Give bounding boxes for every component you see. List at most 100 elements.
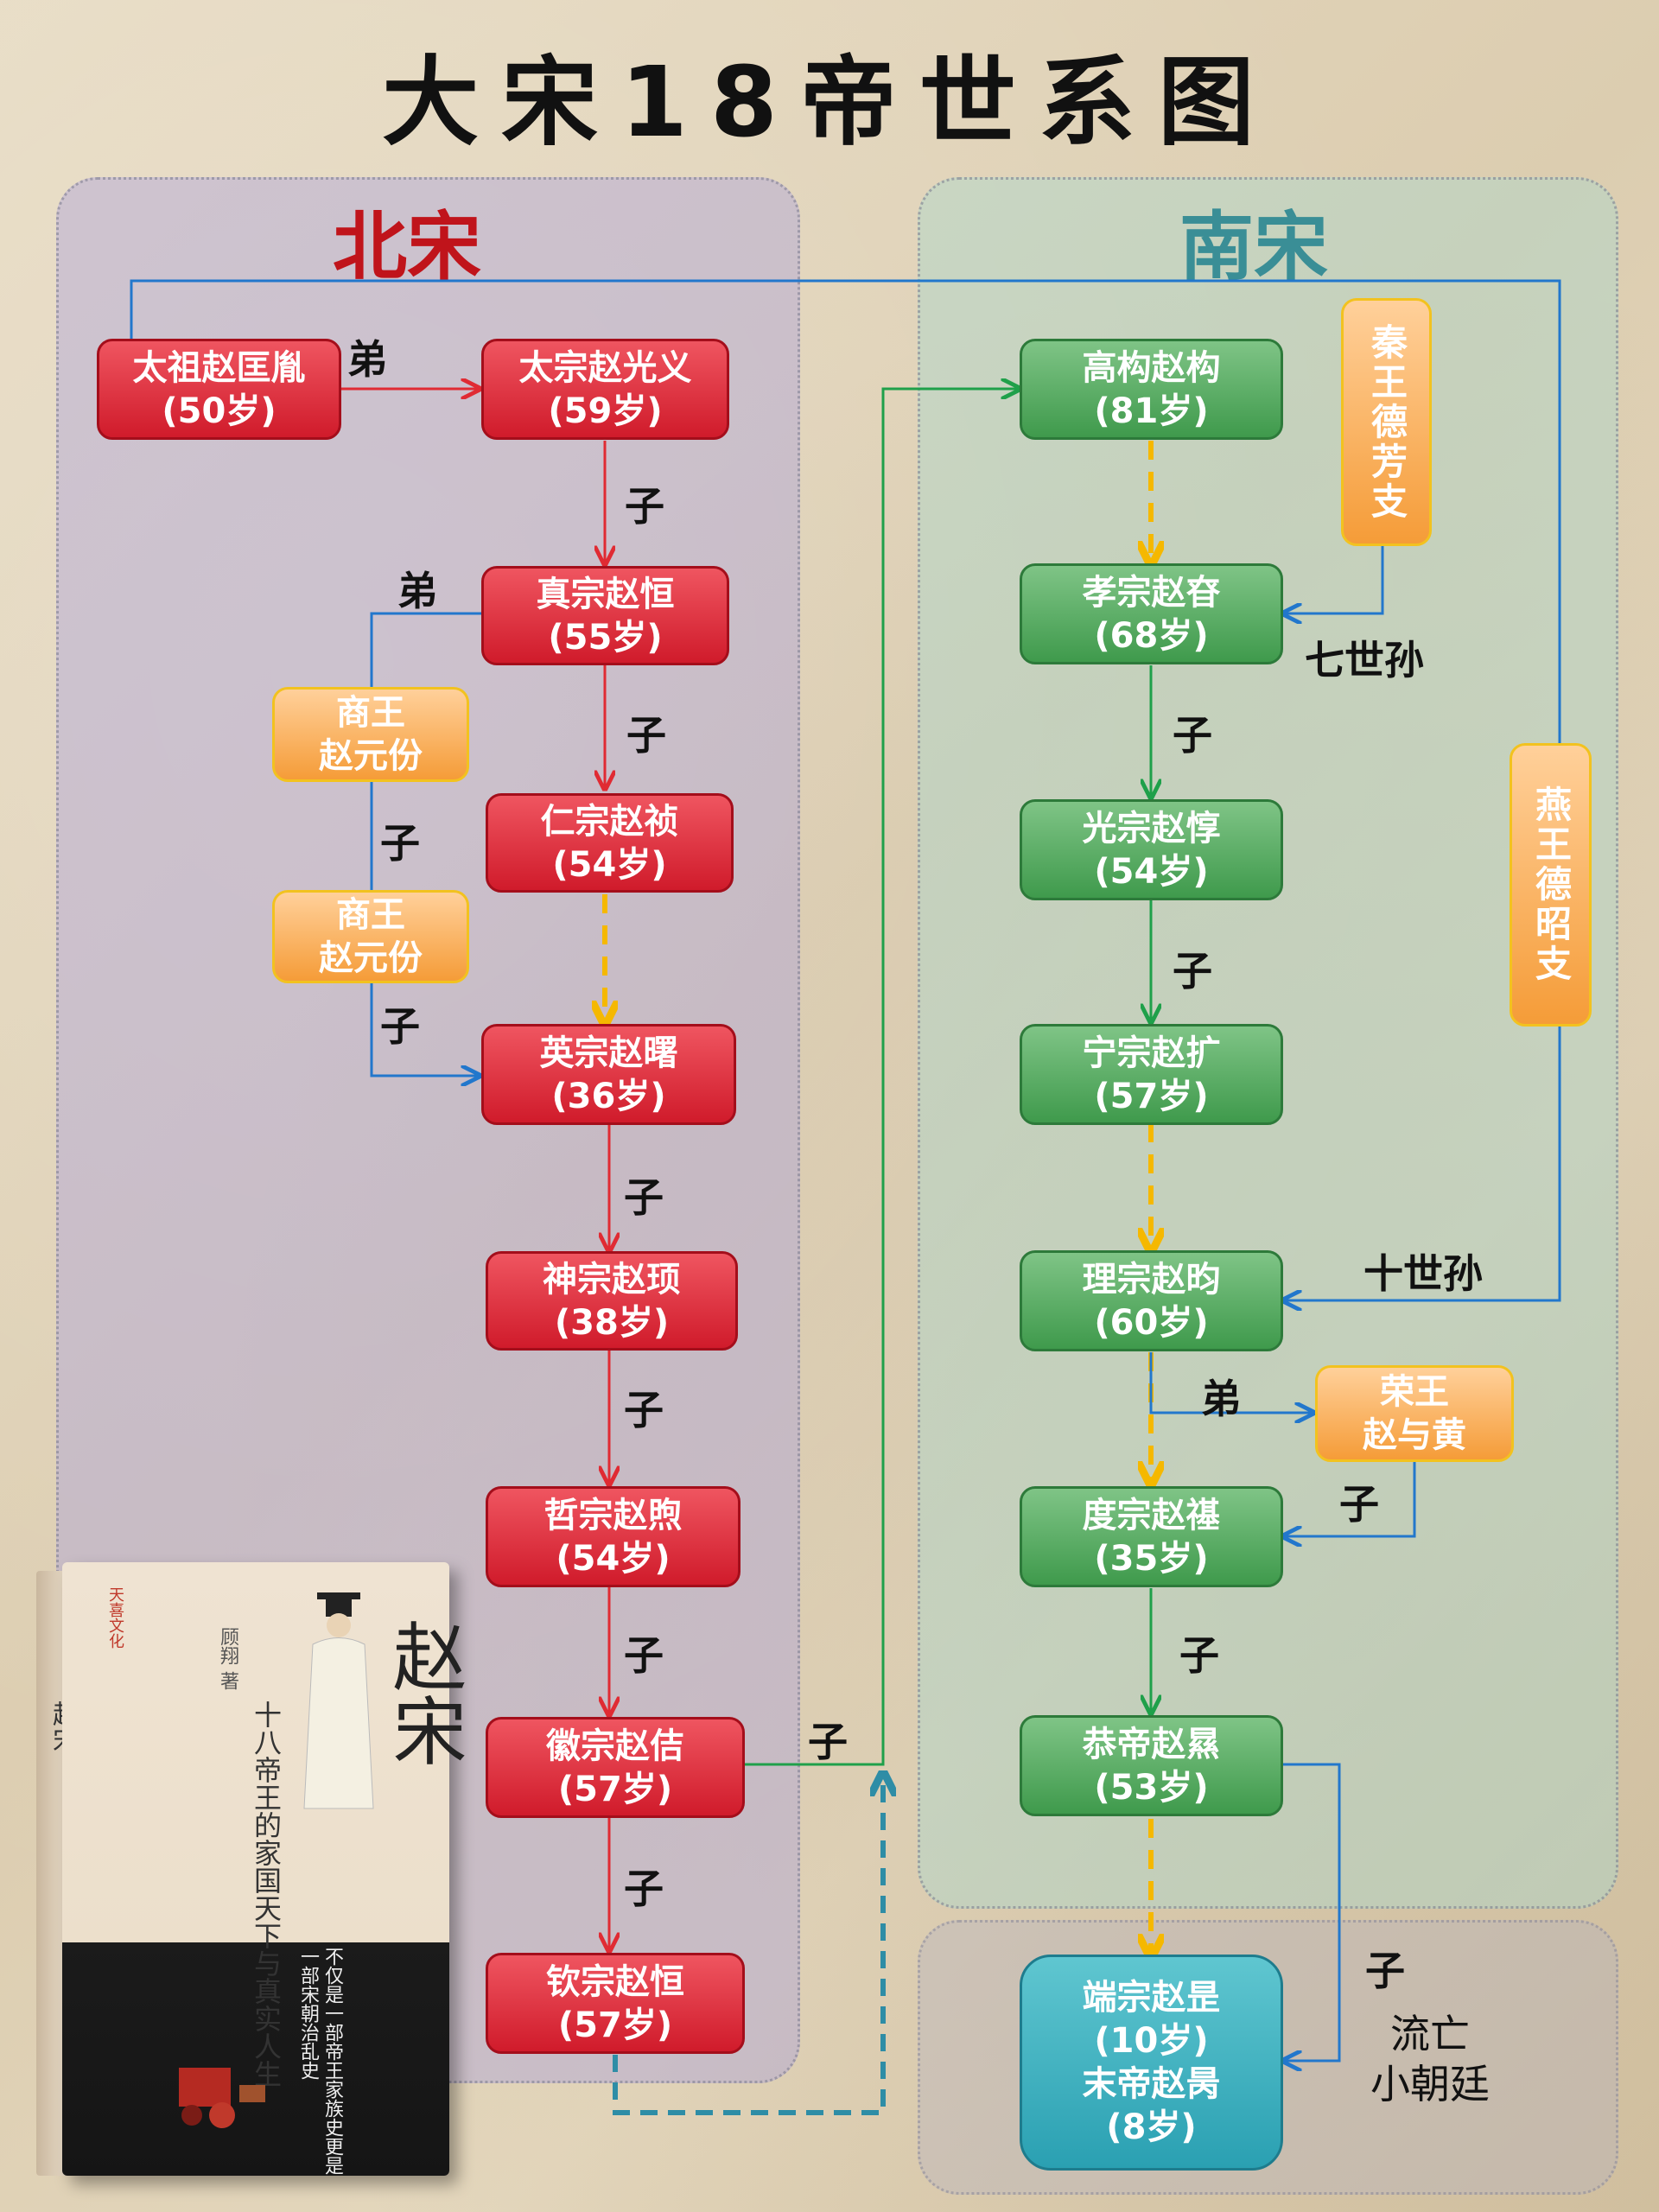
- emperor-name: 哲宗赵煦: [543, 1495, 683, 1535]
- relation-label-brother: 弟: [1201, 1376, 1241, 1422]
- relation-label-son: 子: [626, 712, 666, 759]
- line-taizu-yan-branch: [130, 279, 1561, 743]
- relation-label-son: 子: [625, 483, 664, 530]
- emperor-name: 太宗赵光义: [518, 347, 692, 388]
- emperor-renzong[interactable]: 仁宗赵祯 (54岁): [486, 793, 734, 893]
- prince-yan-branch[interactable]: 燕王德昭支: [1510, 743, 1592, 1027]
- emperor-lizong[interactable]: 理宗赵昀 (60岁): [1020, 1250, 1283, 1351]
- publisher-seal-icon: [209, 2102, 235, 2128]
- relation-label-son: 子: [1365, 1948, 1405, 1994]
- south-song-title: 南宋: [1179, 204, 1328, 290]
- emperor-age: (8岁): [1106, 2107, 1197, 2147]
- arrow-yan-lizong: [1283, 1027, 1561, 1300]
- emperor-name: 钦宗赵恒: [546, 1961, 684, 2002]
- emperor-name: 宁宗赵扩: [1082, 1033, 1221, 1073]
- emperor-name: 端宗赵昰: [1082, 1978, 1221, 2018]
- emperor-huizong[interactable]: 徽宗赵佶 (57岁): [486, 1717, 745, 1818]
- portrait-figure-icon: [303, 1592, 374, 1809]
- relation-label-son: 子: [624, 1866, 664, 1912]
- relation-label-son: 子: [1179, 1632, 1219, 1679]
- emperor-age: (57岁): [557, 2005, 673, 2045]
- emperor-age: (57岁): [557, 1769, 673, 1809]
- emperor-name: 孝宗赵昚: [1082, 572, 1221, 613]
- arrow-huizong-gaozong: [745, 389, 1020, 1766]
- exile-court-note: 流亡 小朝廷: [1361, 2009, 1499, 2109]
- relation-label-seventh-grandson: 七世孙: [1305, 637, 1424, 683]
- exile-note-line: 小朝廷: [1370, 2061, 1490, 2107]
- emperor-yingzong[interactable]: 英宗赵曙 (36岁): [481, 1024, 736, 1125]
- emperor-ningzong[interactable]: 宁宗赵扩 (57岁): [1020, 1024, 1283, 1125]
- emperor-name: 英宗赵曙: [539, 1033, 678, 1073]
- emperor-xiaozong[interactable]: 孝宗赵昚 (68岁): [1020, 563, 1283, 664]
- relation-label-son: 子: [1173, 712, 1212, 759]
- emperor-shenzong[interactable]: 神宗赵顼 (38岁): [486, 1251, 738, 1351]
- relation-label-son: 子: [1339, 1481, 1379, 1528]
- emperor-name: 光宗赵惇: [1082, 808, 1221, 849]
- arrow-lizong-rong: [1149, 1352, 1313, 1413]
- emperor-taizong[interactable]: 太宗赵光义 (59岁): [481, 339, 729, 440]
- arrow-qin-xiaozong: [1283, 546, 1384, 613]
- north-song-title: 北宋: [333, 204, 481, 290]
- emperor-gongdi[interactable]: 恭帝赵㬎 (53岁): [1020, 1715, 1283, 1816]
- relation-label-son: 子: [1173, 948, 1212, 995]
- exile-note-line: 流亡: [1390, 2011, 1470, 2057]
- prince-title: 荣王: [1380, 1372, 1449, 1412]
- emperor-age: (81岁): [1094, 391, 1209, 431]
- prince-name: 赵元份: [319, 736, 423, 776]
- emperor-guangzong[interactable]: 光宗赵惇 (54岁): [1020, 799, 1283, 900]
- emperor-age: (55岁): [548, 617, 663, 658]
- prince-qin-branch[interactable]: 秦王德芳支: [1341, 298, 1432, 546]
- book-tagline: 不仅是一部帝王家族史更是一部宋朝治乱史: [297, 1947, 343, 2175]
- book-author: 顾翔 著: [217, 1627, 238, 1690]
- emperor-name: 恭帝赵㬎: [1082, 1724, 1221, 1764]
- book-publisher: 天喜文化: [106, 1586, 124, 1649]
- book-cover-image: 赵宋 天喜文化 顾翔 著 赵宋 十八帝王的家国天下与真实人生 不仅是一部帝王家族…: [36, 1562, 466, 2176]
- relation-label-tenth-grandson: 十世孙: [1363, 1250, 1483, 1297]
- emperor-age: (54岁): [556, 1538, 671, 1579]
- book-front: 天喜文化 顾翔 著 赵宋 十八帝王的家国天下与真实人生 不仅是一部帝王家族史更是…: [62, 1562, 466, 2176]
- prince-name: 赵元份: [319, 938, 423, 978]
- prince-rong[interactable]: 荣王 赵与黄: [1315, 1365, 1514, 1462]
- prince-shang-2[interactable]: 商王 赵元份: [272, 890, 469, 983]
- relation-label-son: 子: [624, 1174, 664, 1221]
- emperor-age: (54岁): [1094, 851, 1209, 892]
- emperor-name: 仁宗赵祯: [540, 801, 679, 842]
- relation-label-son: 子: [624, 1632, 664, 1679]
- book-title: 赵宋: [379, 1618, 466, 1767]
- emperor-gaozong[interactable]: 高构赵构 (81岁): [1020, 339, 1283, 440]
- emperor-duzong[interactable]: 度宗赵禥 (35岁): [1020, 1486, 1283, 1587]
- emperor-zhenzong[interactable]: 真宗赵恒 (55岁): [481, 566, 729, 665]
- emperor-name: 神宗赵顼: [543, 1259, 681, 1300]
- emperor-age: (10岁): [1094, 2021, 1209, 2061]
- prince-title: 商王: [336, 693, 405, 733]
- emperor-name: 高构赵构: [1082, 347, 1221, 388]
- emperor-name: 末帝赵昺: [1082, 2064, 1221, 2104]
- relation-label-son: 子: [808, 1719, 848, 1765]
- emperor-taizu[interactable]: 太祖赵匡胤 (50岁): [97, 339, 341, 440]
- carriage-illustration-icon: [179, 2068, 265, 2126]
- emperor-name: 理宗赵昀: [1082, 1259, 1221, 1300]
- emperor-qinzong[interactable]: 钦宗赵恒 (57岁): [486, 1953, 745, 2054]
- emperor-name: 徽宗赵佶: [546, 1726, 684, 1766]
- emperor-duanzong-modi[interactable]: 端宗赵昰 (10岁) 末帝赵昺 (8岁): [1020, 1955, 1283, 2171]
- arrow-rong-duzong: [1283, 1462, 1416, 1536]
- emperor-age: (36岁): [551, 1076, 666, 1116]
- prince-shang-1[interactable]: 商王 赵元份: [272, 687, 469, 782]
- emperor-age: (60岁): [1094, 1302, 1209, 1343]
- emperor-name: 太祖赵匡胤: [132, 347, 306, 388]
- emperor-name: 真宗赵恒: [536, 574, 675, 614]
- emperor-zhezong[interactable]: 哲宗赵煦 (54岁): [486, 1486, 741, 1587]
- emperor-age: (50岁): [162, 391, 276, 431]
- emperor-age: (59岁): [548, 391, 663, 431]
- emperor-age: (38岁): [554, 1302, 670, 1343]
- emperor-age: (53岁): [1094, 1767, 1209, 1808]
- book-subtitle: 十八帝王的家国天下与真实人生: [250, 1700, 283, 2088]
- arrow-shang2-yingzong: [370, 983, 480, 1076]
- emperor-age: (68岁): [1094, 615, 1209, 656]
- page-title: 大宋18帝世系图: [382, 47, 1277, 159]
- dashed-qinzong-exile-link: [613, 1776, 883, 2115]
- arrow-gongdi-exile: [1283, 1763, 1341, 2061]
- line-zhenzong-shang1: [370, 612, 481, 687]
- relation-label-brother: 弟: [397, 568, 437, 614]
